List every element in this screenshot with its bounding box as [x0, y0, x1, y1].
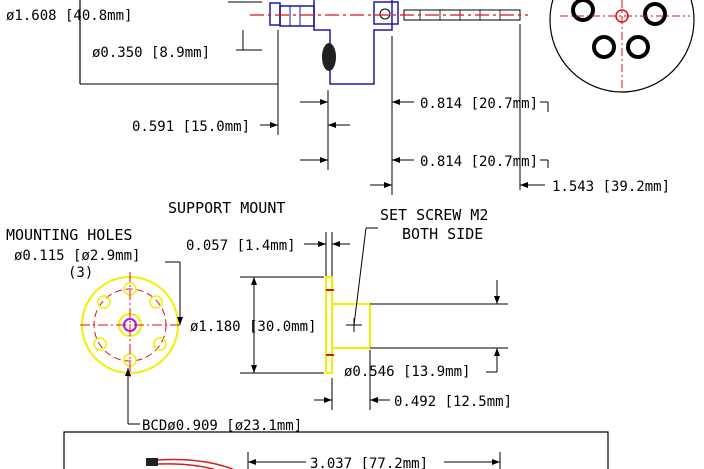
- dim-0814-b: 0.814 [20.7mm]: [420, 154, 538, 170]
- wire-detail-box: [63, 431, 609, 469]
- set-screw-line1: SET SCREW M2: [380, 206, 488, 224]
- dim-0591: 0.591 [15.0mm]: [132, 119, 250, 135]
- mounting-holes-title: MOUNTING HOLES: [6, 226, 132, 244]
- mount-side-view: [240, 227, 508, 410]
- dim-0546: ø0.546 [13.9mm]: [344, 364, 470, 380]
- dim-0492: 0.492 [12.5mm]: [394, 394, 512, 410]
- mounting-holes-dim: ø0.115 [ø2.9mm]: [14, 248, 140, 264]
- dim-1180: ø1.180 [30.0mm]: [190, 319, 316, 335]
- support-mount-title: SUPPORT MOUNT: [168, 199, 285, 217]
- dim-0057: 0.057 [1.4mm]: [186, 238, 296, 254]
- dim-0814-a: 0.814 [20.7mm]: [420, 96, 538, 112]
- dim-shaft-inner: ø0.350 [8.9mm]: [92, 45, 210, 61]
- mount-front-view: [80, 261, 183, 425]
- dim-3037: 3.037 [77.2mm]: [310, 456, 428, 469]
- mounting-holes-count: (3): [68, 265, 93, 281]
- dim-bcd: BCDø0.909 [ø23.1mm]: [142, 418, 302, 434]
- motor-side-view: [79, 0, 549, 195]
- dim-shaft-outer: ø1.608 [40.8mm]: [6, 8, 132, 24]
- motor-end-view: [549, 0, 695, 95]
- set-screw-line2: BOTH SIDE: [402, 225, 483, 243]
- dim-1543: 1.543 [39.2mm]: [552, 179, 670, 195]
